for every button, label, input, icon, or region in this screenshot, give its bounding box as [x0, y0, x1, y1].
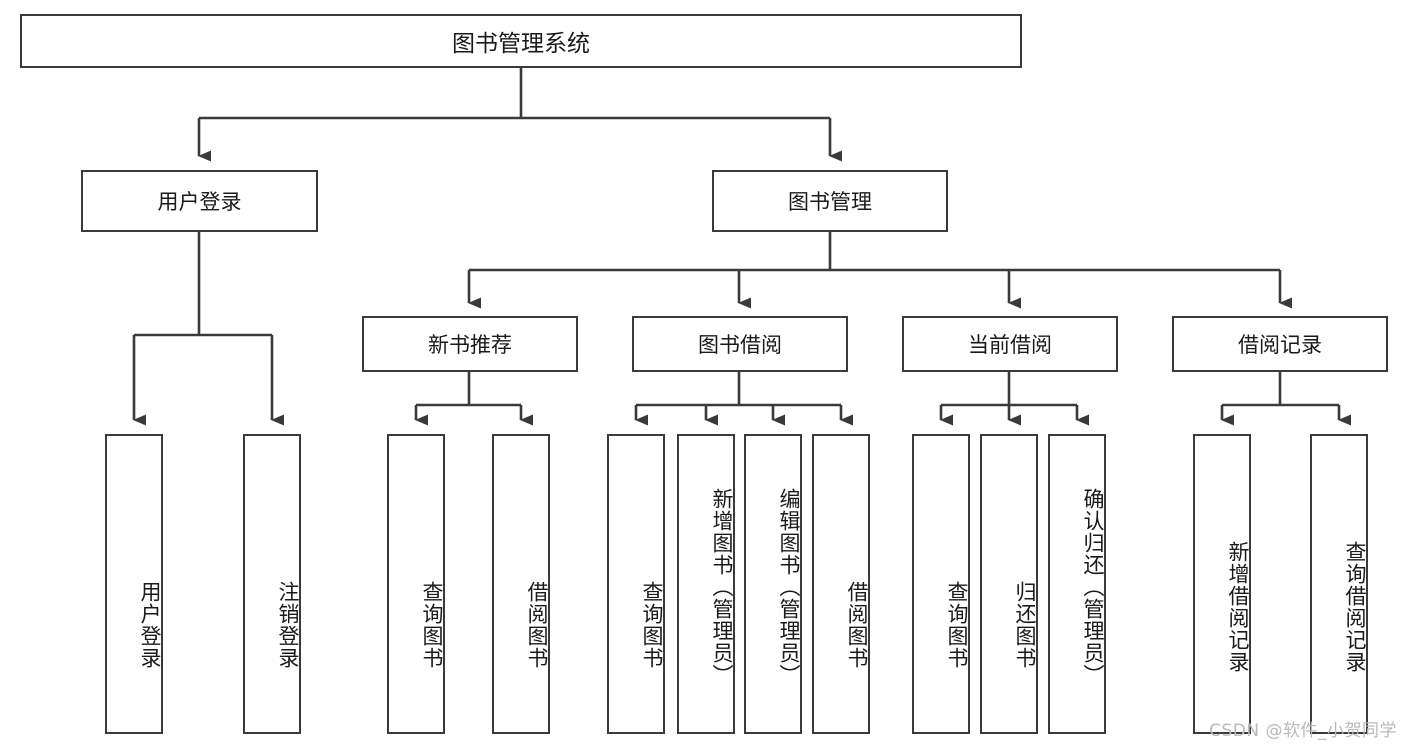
leaf-new-book-borrow-book[interactable]: 借阅图书 — [492, 434, 550, 734]
node-book-borrow[interactable]: 图书借阅 — [632, 316, 848, 372]
node-borrow-record[interactable]: 借阅记录 — [1172, 316, 1388, 372]
node-current-borrow[interactable]: 当前借阅 — [902, 316, 1118, 372]
leaf-book-borrow-borrow-book[interactable]: 借阅图书 — [812, 434, 870, 734]
leaf-book-borrow-add-book-admin[interactable]: 新增图书（管理员） — [677, 434, 735, 734]
node-user-login[interactable]: 用户登录 — [81, 170, 318, 232]
leaf-user-login-login[interactable]: 用户登录 — [105, 434, 163, 734]
leaf-borrow-record-query-record[interactable]: 查询借阅记录 — [1310, 434, 1368, 734]
node-root-book-management-system[interactable]: 图书管理系统 — [20, 14, 1022, 68]
leaf-book-borrow-edit-book-admin[interactable]: 编辑图书（管理员） — [744, 434, 802, 734]
leaf-new-book-query-book[interactable]: 查询图书 — [387, 434, 445, 734]
node-book-management[interactable]: 图书管理 — [712, 170, 948, 232]
leaf-borrow-record-add-record[interactable]: 新增借阅记录 — [1193, 434, 1251, 734]
csdn-watermark: CSDN @软件_小贺同学 — [1209, 721, 1397, 741]
leaf-book-borrow-query-book[interactable]: 查询图书 — [607, 434, 665, 734]
leaf-user-login-logout[interactable]: 注销登录 — [243, 434, 301, 734]
leaf-current-borrow-query-book[interactable]: 查询图书 — [912, 434, 970, 734]
node-new-book-recommend[interactable]: 新书推荐 — [362, 316, 578, 372]
leaf-current-borrow-confirm-return-admin[interactable]: 确认归还（管理员） — [1048, 434, 1106, 734]
leaf-current-borrow-return-book[interactable]: 归还图书 — [980, 434, 1038, 734]
